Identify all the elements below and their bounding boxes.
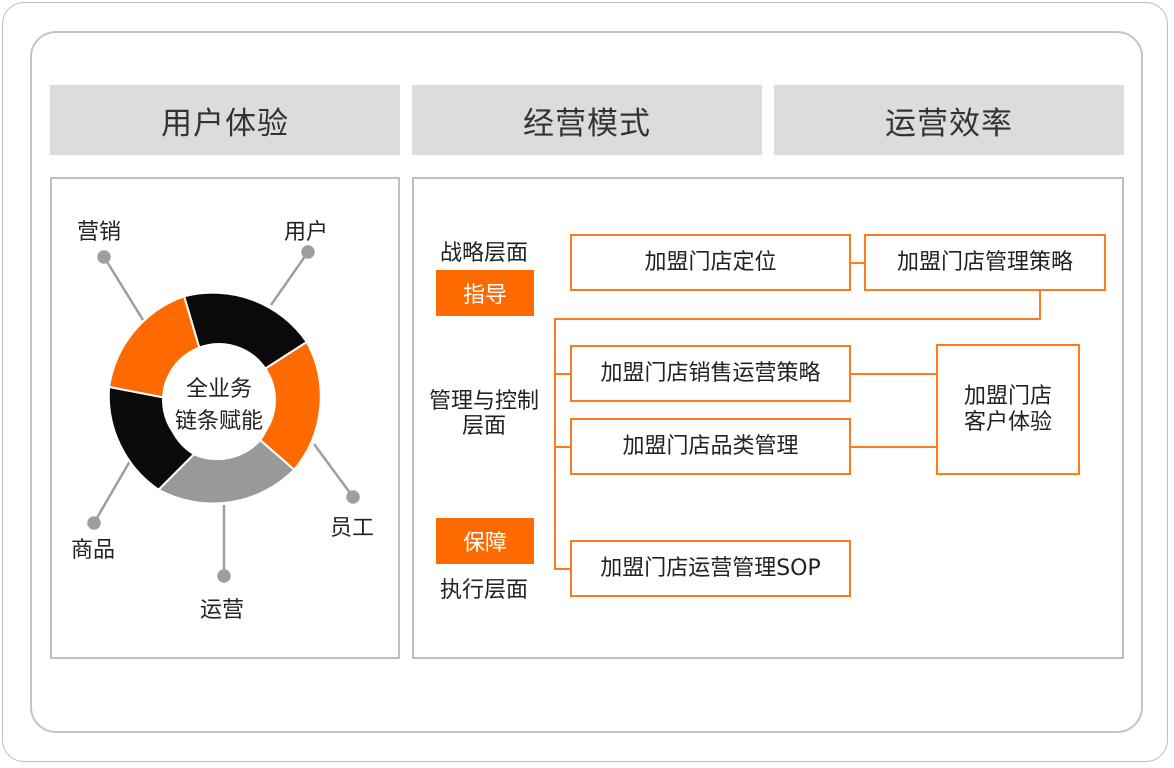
header-operation-efficiency: 运营效率 bbox=[774, 85, 1124, 155]
label-marketing: 营销 bbox=[77, 220, 122, 245]
link-vertical-trunk bbox=[554, 318, 556, 570]
link-to-sales-ops bbox=[554, 373, 571, 375]
link-strategy-down bbox=[1039, 290, 1041, 320]
header-user-experience: 用户体验 bbox=[50, 85, 400, 155]
label-users: 用户 bbox=[284, 220, 329, 245]
connector-products bbox=[92, 460, 132, 524]
level-strategy: 战略层面 bbox=[439, 241, 529, 266]
box-store-positioning: 加盟门店定位 bbox=[570, 234, 851, 291]
donut-center-line1: 全业务 bbox=[185, 377, 253, 402]
box-store-customer-experience: 加盟门店 客户体验 bbox=[936, 344, 1080, 475]
connector-staff bbox=[312, 443, 355, 498]
connector-dot-users bbox=[301, 245, 315, 259]
link-top-horizontal bbox=[554, 318, 1041, 320]
connector-dot-operations bbox=[217, 569, 231, 583]
level-management-line1: 管理与控制 bbox=[428, 389, 540, 414]
box-store-management-strategy: 加盟门店管理策略 bbox=[864, 234, 1106, 291]
connector-dot-products bbox=[87, 516, 101, 530]
level-management-line2: 层面 bbox=[461, 414, 507, 439]
donut-center-line2: 链条赋能 bbox=[174, 409, 264, 434]
box-store-category-management: 加盟门店品类管理 bbox=[570, 418, 851, 475]
tag-guarantee: 保障 bbox=[436, 518, 534, 564]
label-staff: 员工 bbox=[330, 516, 375, 541]
cx-line2: 客户体验 bbox=[963, 409, 1052, 435]
level-execution: 执行层面 bbox=[439, 578, 529, 603]
header-business-model: 经营模式 bbox=[412, 85, 762, 155]
box-store-ops-sop: 加盟门店运营管理SOP bbox=[570, 540, 851, 597]
tag-guide: 指导 bbox=[436, 270, 534, 316]
inner-frame bbox=[30, 31, 1143, 733]
connector-dot-staff bbox=[346, 490, 360, 504]
label-products: 商品 bbox=[71, 538, 116, 563]
label-operations: 运营 bbox=[200, 598, 245, 623]
connector-users bbox=[269, 251, 310, 306]
link-to-sop bbox=[554, 568, 571, 570]
link-sales-ops-cx bbox=[849, 373, 938, 375]
link-category-cx bbox=[849, 446, 938, 448]
link-positioning-strategy bbox=[849, 262, 866, 264]
link-to-category bbox=[554, 446, 571, 448]
connector-dot-marketing bbox=[97, 250, 111, 264]
connector-marketing bbox=[102, 256, 145, 321]
donut-hole bbox=[162, 343, 276, 457]
box-store-sales-ops-strategy: 加盟门店销售运营策略 bbox=[570, 345, 851, 402]
cx-line1: 加盟门店 bbox=[963, 383, 1052, 409]
